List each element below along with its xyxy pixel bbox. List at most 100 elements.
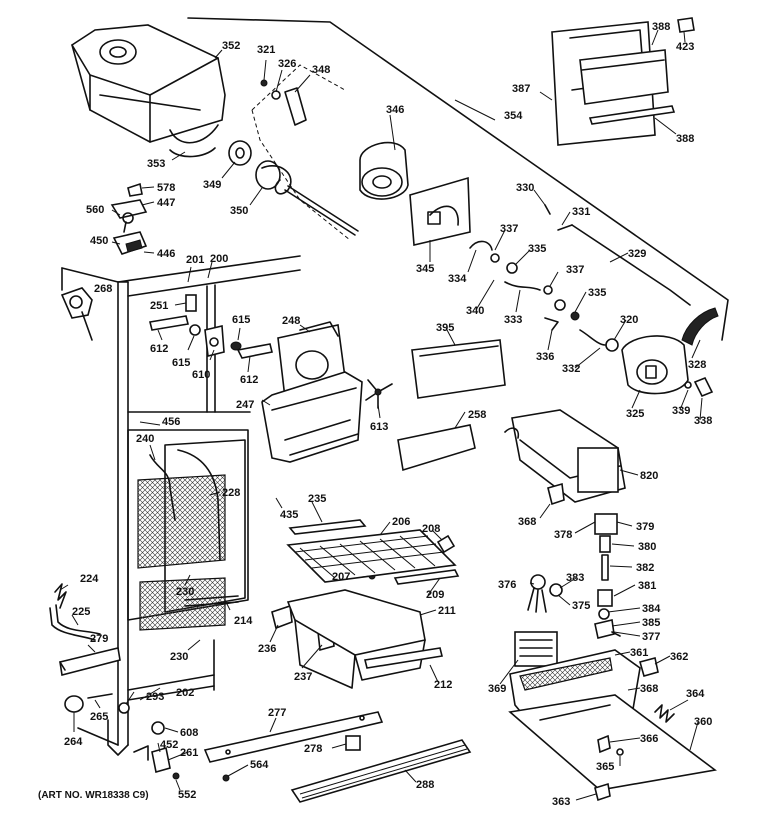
label-363: 363 xyxy=(552,796,570,808)
leader-lines xyxy=(59,29,703,801)
label-340: 340 xyxy=(466,305,484,317)
label-382: 382 xyxy=(636,562,654,574)
label-268: 268 xyxy=(94,283,112,295)
label-214: 214 xyxy=(234,615,253,627)
label-212: 212 xyxy=(434,679,452,691)
label-278: 278 xyxy=(304,743,322,755)
label-345: 345 xyxy=(416,263,434,275)
dispenser-motor xyxy=(621,335,689,395)
fan-blade xyxy=(365,379,393,409)
label-368b: 368 xyxy=(640,683,658,695)
label-258: 258 xyxy=(468,409,486,421)
label-225: 225 xyxy=(72,606,90,618)
label-339: 339 xyxy=(672,405,690,417)
label-346: 346 xyxy=(386,104,404,116)
label-333: 333 xyxy=(504,314,522,326)
cabinet-frame xyxy=(61,255,301,756)
damper-part xyxy=(60,287,93,341)
label-381: 381 xyxy=(638,580,656,592)
label-423: 423 xyxy=(676,41,694,53)
label-326: 326 xyxy=(278,58,296,70)
label-279: 279 xyxy=(90,633,108,645)
label-387: 387 xyxy=(512,83,530,95)
label-224: 224 xyxy=(80,573,99,585)
door-arm xyxy=(681,307,719,398)
auger-motor xyxy=(359,141,409,200)
label-200: 200 xyxy=(210,253,228,265)
label-447: 447 xyxy=(157,197,175,209)
label-450: 450 xyxy=(90,235,108,247)
label-352: 352 xyxy=(222,40,240,52)
label-365: 365 xyxy=(596,761,614,773)
label-251: 251 xyxy=(150,300,168,312)
label-360: 360 xyxy=(694,716,712,728)
water-valve-parts xyxy=(527,513,621,639)
label-248: 248 xyxy=(282,315,300,327)
label-335: 335 xyxy=(528,243,546,255)
label-378: 378 xyxy=(554,529,572,541)
label-377: 377 xyxy=(642,631,660,643)
label-379: 379 xyxy=(636,521,654,533)
label-578: 578 xyxy=(157,182,175,194)
toe-grille-parts xyxy=(133,711,472,803)
motor-bracket xyxy=(409,176,471,246)
label-247: 247 xyxy=(236,399,254,411)
label-446: 446 xyxy=(157,248,175,260)
label-206: 206 xyxy=(392,516,410,528)
label-385: 385 xyxy=(642,617,660,629)
label-388b: 388 xyxy=(676,133,694,145)
auger-assembly xyxy=(169,64,359,241)
label-615b: 615 xyxy=(232,314,250,326)
label-350: 350 xyxy=(230,205,248,217)
label-612b: 612 xyxy=(240,374,258,386)
label-336: 336 xyxy=(536,351,554,363)
label-328: 328 xyxy=(688,359,706,371)
label-202: 202 xyxy=(176,687,194,699)
label-612: 612 xyxy=(150,343,168,355)
label-376: 376 xyxy=(498,579,516,591)
cabinet-outline-right xyxy=(187,17,729,341)
label-228: 228 xyxy=(222,487,240,499)
label-338: 338 xyxy=(694,415,712,427)
label-293: 293 xyxy=(146,691,164,703)
label-235: 235 xyxy=(308,493,326,505)
label-325: 325 xyxy=(626,408,644,420)
label-337: 337 xyxy=(500,223,518,235)
label-613: 613 xyxy=(370,421,388,433)
label-608: 608 xyxy=(180,727,198,739)
dispenser-linkage xyxy=(469,204,691,352)
wire-shelf xyxy=(286,519,460,585)
label-321: 321 xyxy=(257,44,275,56)
label-383: 383 xyxy=(566,572,584,584)
label-236: 236 xyxy=(258,643,276,655)
label-230: 230 xyxy=(176,586,194,598)
label-240: 240 xyxy=(136,433,154,445)
thermostat-parts xyxy=(149,294,273,359)
label-395: 395 xyxy=(436,322,454,334)
evaporator-panel xyxy=(127,429,249,631)
label-329: 329 xyxy=(628,248,646,260)
label-435: 435 xyxy=(280,509,298,521)
leveling-parts xyxy=(64,693,130,714)
label-552: 552 xyxy=(178,789,196,801)
label-337b: 337 xyxy=(566,264,584,276)
label-369: 369 xyxy=(488,683,506,695)
label-362: 362 xyxy=(670,651,688,663)
ice-bucket xyxy=(71,24,226,144)
clip-368 xyxy=(547,482,565,506)
label-380: 380 xyxy=(638,541,656,553)
ice-maker xyxy=(504,409,626,503)
label-610: 610 xyxy=(192,369,210,381)
label-288: 288 xyxy=(416,779,434,791)
label-615: 615 xyxy=(172,357,190,369)
label-349: 349 xyxy=(203,179,221,191)
label-211: 211 xyxy=(438,605,456,617)
label-354: 354 xyxy=(504,110,523,122)
label-452: 452 xyxy=(160,739,178,751)
label-348: 348 xyxy=(312,64,330,76)
label-368: 368 xyxy=(518,516,536,528)
label-335b: 335 xyxy=(588,287,606,299)
label-564: 564 xyxy=(250,759,269,771)
art-number: (ART NO. WR18338 C9) xyxy=(38,790,149,801)
